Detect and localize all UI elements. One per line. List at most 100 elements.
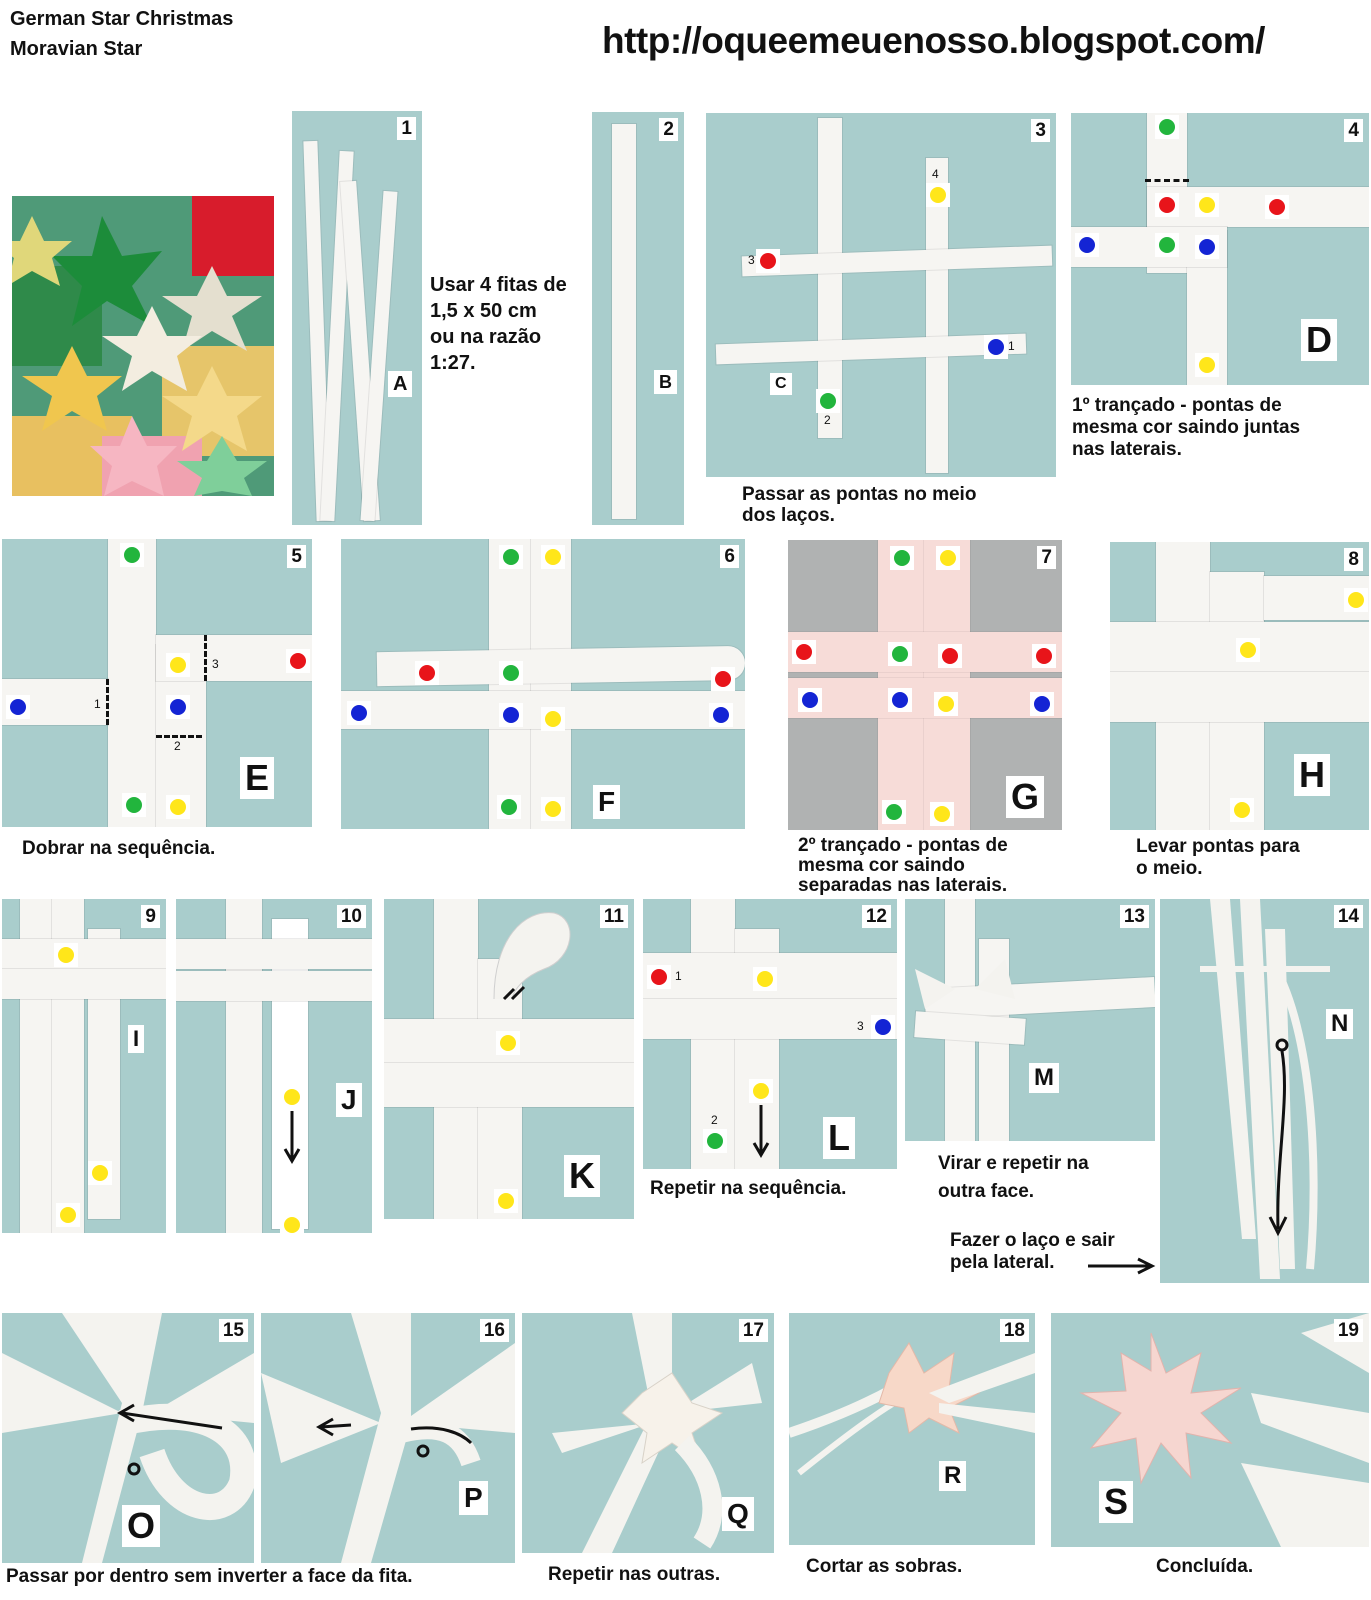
step-number: 7 — [1037, 546, 1056, 569]
step-3-caption: Passar as pontas no meio dos laços. — [742, 484, 976, 526]
step-6-panel: 6 F — [341, 539, 745, 829]
green-marker — [1155, 233, 1179, 257]
yellow-marker — [1344, 588, 1368, 612]
step-letter: P — [459, 1481, 488, 1515]
fold-label-3: 3 — [212, 657, 219, 671]
star-trim-illustration — [789, 1342, 1035, 1476]
strip-label-3: 3 — [748, 253, 755, 267]
step-letter: A — [388, 371, 413, 397]
step-10-panel: 10 J — [176, 899, 372, 1233]
strip-label-4: 4 — [932, 167, 939, 181]
yellow-marker — [934, 692, 958, 716]
green-marker — [497, 795, 521, 819]
strip-label-2: 2 — [824, 413, 831, 427]
step-number: 3 — [1031, 119, 1050, 142]
yellow-marker — [494, 1189, 518, 1213]
step-number: 6 — [720, 545, 739, 568]
strip — [788, 678, 1062, 718]
caption-line: mesma cor saindo juntas — [1072, 417, 1301, 438]
caption-line: outra face. — [938, 1181, 1035, 1202]
step-letter: M — [1029, 1063, 1059, 1093]
blue-marker — [499, 703, 523, 727]
step-8-caption: Levar pontas para o meio. — [1136, 836, 1300, 880]
star-repeat-illustration — [552, 1313, 762, 1553]
caption-line: mesma cor saindo — [798, 855, 965, 876]
strip — [1147, 187, 1369, 227]
caption-line: Fazer o laço e sair — [950, 1230, 1115, 1251]
caption-line: ou na razão — [430, 326, 542, 348]
green-marker — [703, 1129, 727, 1153]
blog-url[interactable]: http://oqueemeuenosso.blogspot.com/ — [602, 20, 1265, 61]
step-13-panel: 13 M — [905, 899, 1155, 1141]
step-19-panel: 19 S — [1051, 1313, 1369, 1547]
blue-marker — [798, 688, 822, 712]
star-tips-illustration — [915, 959, 1015, 1009]
step-letter: S — [1099, 1481, 1134, 1523]
strip — [715, 333, 1027, 365]
step-7-caption: 2º trançado - pontas de mesma cor saindo… — [798, 836, 1008, 896]
blue-marker — [347, 701, 371, 725]
green-marker — [1155, 115, 1179, 139]
arrow-down-icon — [283, 1111, 301, 1164]
loop-ribbon-illustration — [493, 912, 571, 1001]
caption-line: 1º trançado - pontas de — [1072, 395, 1282, 416]
caption-line: nas laterais. — [1072, 439, 1182, 460]
finished-stars-photo — [12, 196, 274, 496]
title-line-1: German Star Christmas — [10, 8, 234, 30]
strip — [926, 158, 948, 473]
step-5-caption: Dobrar na sequência. — [22, 838, 216, 859]
caption-line: Passar as pontas no meio — [742, 484, 977, 505]
step-number: 9 — [141, 905, 160, 928]
step-7-panel: 7 G — [788, 540, 1062, 830]
yellow-marker — [1195, 193, 1219, 217]
yellow-marker — [541, 707, 565, 731]
green-marker — [499, 661, 523, 685]
step-15-panel: 15 O — [2, 1313, 254, 1563]
step-letter: D — [1301, 319, 1337, 361]
green-marker — [120, 543, 144, 567]
strip — [531, 539, 571, 829]
caption-line: separadas nas laterais. — [798, 875, 1008, 896]
yellow-marker — [930, 802, 954, 826]
materials-caption: Usar 4 fitas de 1,5 x 50 cm ou na razão … — [430, 272, 567, 376]
step-13-caption: Virar e repetir na outra face. — [938, 1150, 1089, 1206]
blue-marker — [1195, 235, 1219, 259]
green-marker — [122, 793, 146, 817]
fold-line — [1145, 179, 1189, 182]
step-14-caption: Fazer o laço e sair pela lateral. — [950, 1230, 1115, 1274]
yellow-marker — [88, 1161, 112, 1185]
step-14-panel: 14 N — [1160, 899, 1369, 1283]
blue-marker — [166, 695, 190, 719]
red-marker — [711, 667, 735, 691]
caption-line: Virar e repetir na — [938, 1153, 1089, 1174]
red-marker — [415, 661, 439, 685]
yellow-marker — [54, 943, 78, 967]
step-number: 18 — [999, 1319, 1029, 1342]
blue-marker — [888, 688, 912, 712]
caption-line: Levar pontas para — [1136, 836, 1300, 857]
yellow-marker — [1195, 353, 1219, 377]
step-12-caption: Repetir na sequência. — [650, 1178, 847, 1199]
red-marker — [792, 640, 816, 664]
step-3-panel: 3 4 1 2 3 C — [706, 113, 1056, 477]
strip — [384, 1063, 634, 1107]
red-marker — [286, 649, 310, 673]
yellow-marker — [166, 795, 190, 819]
caption-line: Usar 4 fitas de — [430, 274, 567, 296]
green-marker — [816, 389, 840, 413]
yellow-marker — [56, 1203, 80, 1227]
step-number: 11 — [599, 905, 628, 928]
arrow-down-icon — [752, 1105, 770, 1158]
star-pull-illustration — [261, 1313, 515, 1563]
step-number: 12 — [861, 905, 891, 928]
step-number: 5 — [287, 545, 306, 568]
yellow-marker — [1230, 798, 1254, 822]
yellow-marker — [280, 1213, 304, 1233]
step-number: 10 — [336, 905, 366, 928]
caption-line: o meio. — [1136, 858, 1203, 879]
step-letter: J — [336, 1083, 362, 1117]
strip — [2, 939, 166, 969]
yellow-marker — [496, 1031, 520, 1055]
step-5-panel: 1 2 3 5 E — [2, 539, 312, 827]
step-letter: K — [564, 1155, 600, 1197]
